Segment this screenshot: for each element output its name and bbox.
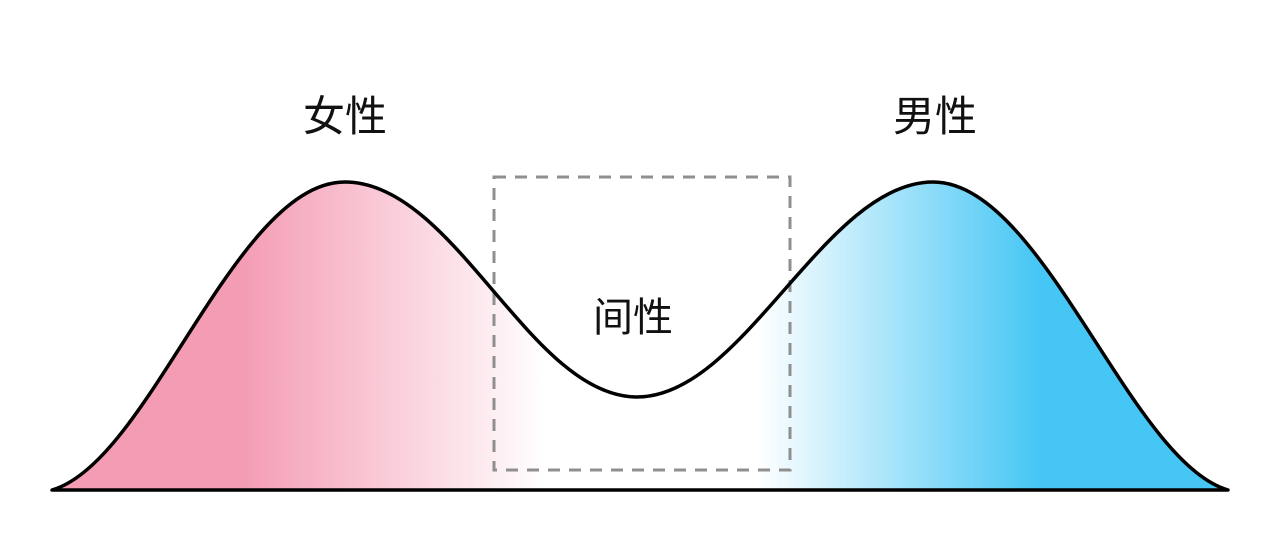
female-peak-label: 女性 (303, 94, 387, 141)
distribution-fill (52, 182, 1228, 490)
male-peak-label: 男性 (893, 95, 977, 141)
intersex-label: 间性 (593, 295, 673, 340)
bimodal-distribution-curve (50, 180, 1230, 492)
intersex-region-box (492, 175, 792, 472)
